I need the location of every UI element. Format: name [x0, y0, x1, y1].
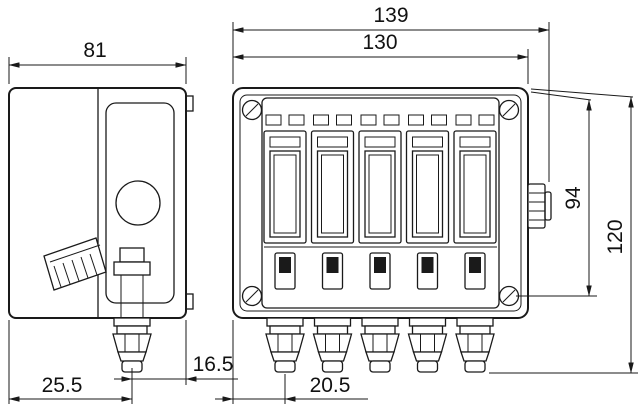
hinge-tab-bottom: [185, 293, 194, 310]
module-panel: [261, 97, 500, 309]
corner-screw-top-right: [498, 99, 520, 121]
dim-label-20-5: 20.5: [310, 374, 351, 397]
cable-glands-front: [265, 317, 495, 373]
dim-label-130: 130: [362, 31, 397, 54]
hinge-tab-top: [185, 95, 194, 112]
fuse-module-5: [453, 130, 497, 244]
corner-screw-top-left: [241, 99, 263, 121]
bracket-hatching: [53, 253, 98, 288]
cable-gland-side: [112, 317, 152, 373]
corner-screw-bottom-right: [498, 285, 520, 307]
mounting-bracket: [43, 237, 107, 291]
side-connector: [527, 183, 552, 229]
side-enclosure-body: [8, 87, 187, 319]
dimensions: 81 139 130 94 120 16.5 25.5 20.5: [8, 4, 638, 404]
internal-gland-stack: [113, 247, 151, 318]
switch-2: [321, 252, 344, 290]
dim-label-16-5: 16.5: [193, 353, 234, 376]
terminal-strip: [265, 114, 495, 126]
front-view: [232, 87, 552, 373]
fuse-module-3: [358, 130, 402, 244]
dim-label-139: 139: [373, 4, 408, 27]
dim-label-25-5: 25.5: [42, 374, 83, 397]
switch-5: [464, 252, 486, 290]
cable-gland-3: [360, 317, 400, 373]
fuse-module-1: [263, 130, 307, 244]
fuse-modules: [263, 130, 497, 244]
corner-screw-bottom-left: [241, 285, 263, 307]
switch-4: [416, 252, 439, 290]
dim-label-81: 81: [83, 39, 106, 62]
cable-gland-4: [407, 317, 448, 373]
switch-3: [369, 252, 391, 290]
cable-gland-2: [312, 317, 353, 373]
dim-label-120: 120: [604, 219, 627, 254]
switch-row: [274, 252, 486, 290]
side-view: [8, 87, 194, 373]
fuse-module-4: [405, 130, 450, 244]
fuse-module-2: [310, 130, 355, 244]
knockout-circle: [115, 180, 161, 226]
cable-gland-1: [265, 317, 305, 373]
switch-1: [274, 252, 296, 290]
lid-inner-edge: [239, 94, 522, 312]
front-enclosure-body: [232, 87, 529, 319]
cable-gland-5: [455, 317, 495, 373]
lid-recess: [105, 102, 175, 304]
dim-label-94: 94: [562, 186, 585, 210]
